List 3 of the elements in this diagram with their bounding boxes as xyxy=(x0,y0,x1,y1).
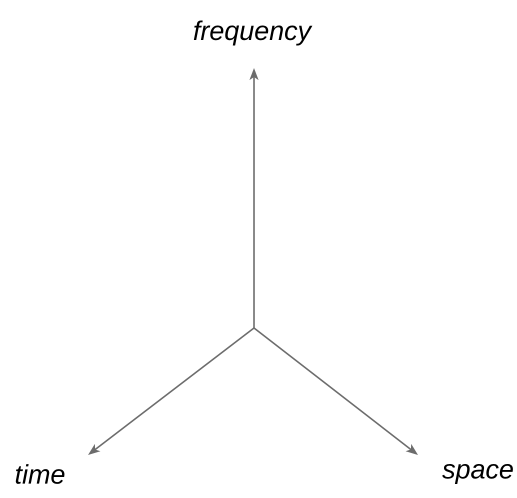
axis-label: time xyxy=(16,464,64,484)
axis-label: frequency xyxy=(194,20,312,46)
axis-label: space xyxy=(442,464,513,484)
